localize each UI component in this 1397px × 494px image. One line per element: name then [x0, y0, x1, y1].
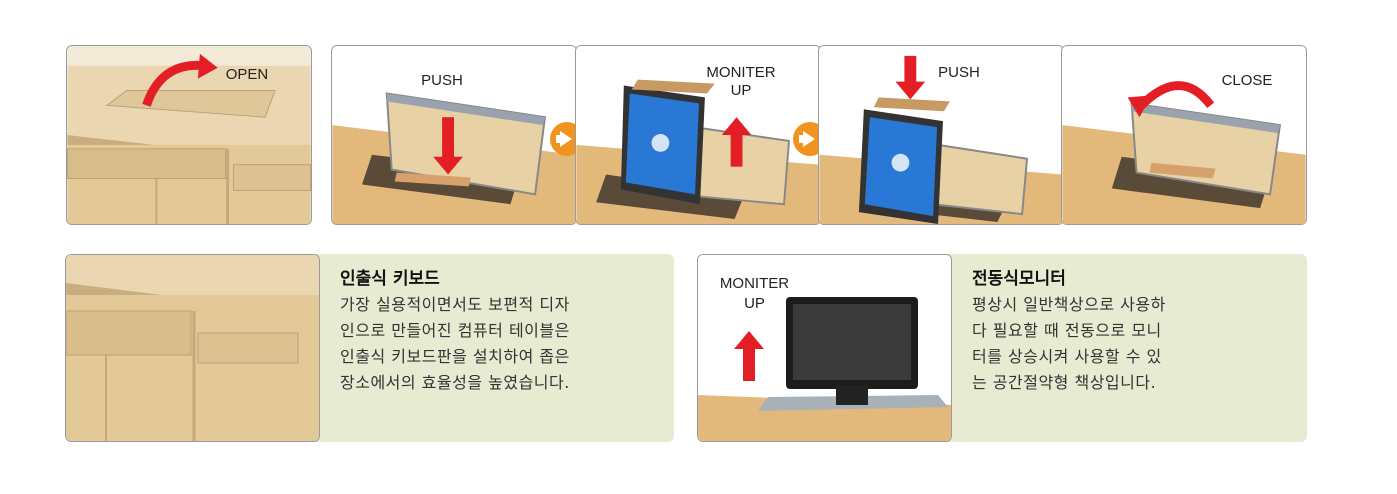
monitor-rising-illustration — [576, 46, 820, 224]
keyboard-rise-illustration — [332, 46, 576, 224]
down-arrow-icon — [904, 55, 917, 84]
desk-top-closed-illustration — [67, 46, 311, 224]
step-monitor-up-panel: MONITER UP — [575, 45, 821, 225]
monitor-panel-description: 평상시 일반책상으로 사용하 다 필요할 때 전동으로 모니 터를 상승시켜 사… — [972, 295, 1166, 392]
clockwise-curved-arrow-icon — [142, 60, 207, 107]
step-close-panel: CLOSE — [1061, 45, 1307, 225]
monitor-info-panel: MONITER UP 전동식모니터 평상시 일반책상으로 사용하 다 필요할 때… — [697, 254, 1307, 442]
step-label: PUSH — [938, 64, 980, 81]
down-arrow-icon — [442, 117, 454, 159]
step-label: MONITER UP — [706, 64, 776, 99]
step-open-panel: OPEN — [66, 45, 312, 225]
monitor-photo-label: MONITER UP — [719, 275, 790, 312]
up-arrow-icon — [730, 133, 743, 167]
monitor-lift-photo — [697, 254, 952, 442]
monitor-panel-title: 전동식모니터 — [972, 269, 1066, 289]
keyboard-retract-illustration — [1062, 46, 1306, 224]
step-push-panel: PUSH — [331, 45, 577, 225]
step-label: PUSH — [421, 72, 463, 89]
monitor-lowering-illustration — [819, 46, 1063, 224]
step-push-down-panel: PUSH — [818, 45, 1064, 225]
step-label: OPEN — [225, 66, 269, 83]
keyboard-panel-title: 인출식 키보드 — [340, 269, 440, 289]
up-arrow-icon — [743, 347, 755, 381]
keyboard-panel-description: 가장 실용적이면서도 보편적 디자 인으로 만들어진 컴퓨터 테이블은 인출식 … — [340, 295, 570, 392]
keyboard-tray-photo — [65, 254, 320, 442]
keyboard-info-panel: 인출식 키보드 가장 실용적이면서도 보편적 디자 인으로 만들어진 컴퓨터 테… — [65, 254, 674, 442]
step-label: CLOSE — [1221, 72, 1273, 89]
